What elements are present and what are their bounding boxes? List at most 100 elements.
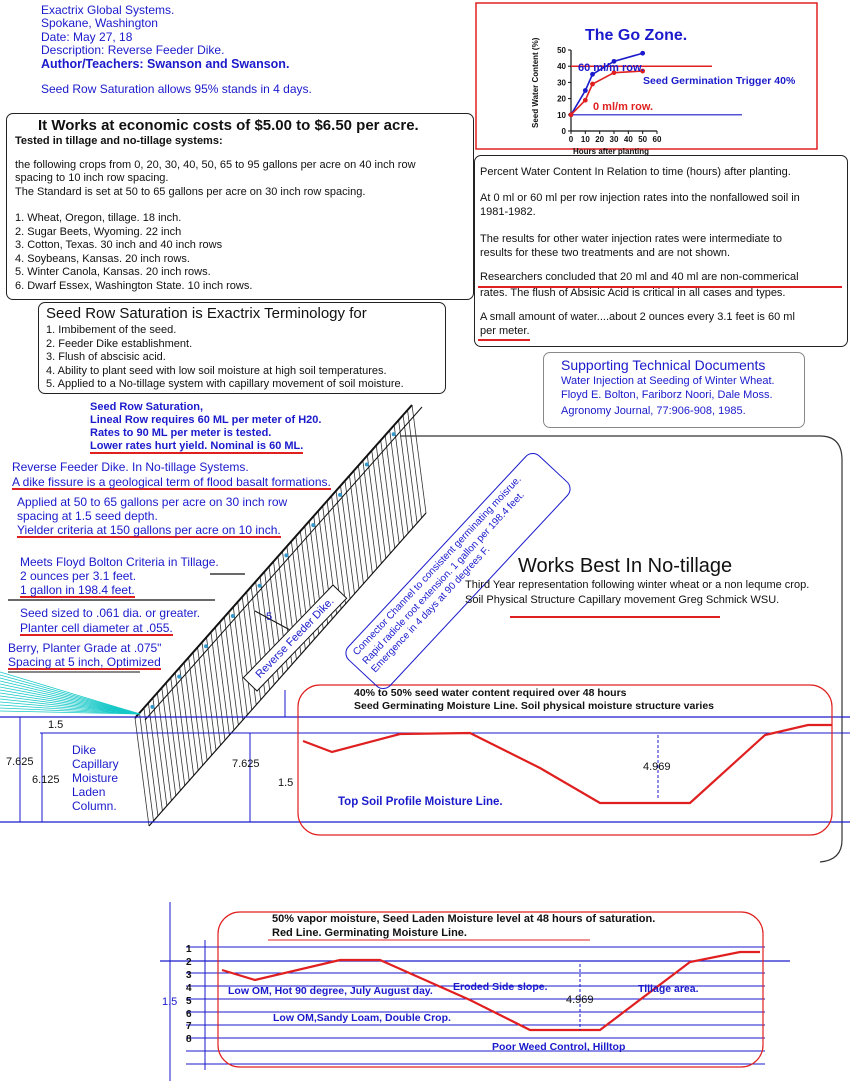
seed-ray — [0, 701, 141, 715]
dim-7625b: 7.625 — [232, 758, 260, 770]
dike-hatch-line — [366, 455, 382, 564]
crop-item: 1. Wheat, Oregon, tillage. 18 inch. — [15, 212, 182, 224]
profile-l1: 40% to 50% seed water content required o… — [354, 687, 627, 699]
terminology-item: 4. Ability to plant seed with low soil m… — [46, 364, 387, 377]
chart-point — [582, 88, 588, 93]
dike-hatch-line — [228, 611, 244, 721]
dike-top-edge-2 — [144, 406, 423, 721]
crop-item: 6. Dwarf Essex, Washington State. 10 inc… — [15, 279, 253, 292]
terminology-item: 5. Applied to a No-tillage system with c… — [46, 378, 404, 390]
percent-box — [474, 155, 848, 347]
notill-l1: Third Year representation following wint… — [465, 579, 810, 591]
seed-ray — [0, 689, 141, 715]
chart-point — [590, 71, 595, 77]
dike-hatch-line — [380, 440, 396, 549]
go-zone-frame — [475, 2, 818, 150]
dike-hatch-line — [349, 475, 364, 584]
seed-ray — [0, 680, 141, 715]
chart-point — [568, 112, 574, 118]
notill-panel-border — [400, 435, 843, 863]
percent-p3b: results for these two treatments and are… — [480, 247, 731, 259]
rfd-line-2: A dike fissure is a geological term of f… — [12, 475, 331, 490]
terminology-item: 2. Feeder Dike establishment. — [46, 337, 193, 350]
bottom-moisture-line — [221, 950, 760, 1032]
cost-box — [6, 113, 474, 300]
dim-7625: 7.625 — [6, 756, 34, 768]
dike-hatch-line — [134, 717, 150, 827]
percent-p1: Percent Water Content In Relation to tim… — [480, 166, 791, 178]
apply-2: spacing at 1.5 seed depth. — [17, 509, 158, 523]
authors: Author/Teachers: Swanson and Swanson. — [41, 57, 290, 71]
dike-hatch-line — [170, 677, 186, 786]
percent-p5b: per meter. — [480, 325, 530, 337]
percent-p3a: The results for other water injection ra… — [480, 233, 783, 245]
tagline: Seed Row Saturation allows 95% stands in… — [41, 82, 312, 96]
chart-y-tick-label: 40 — [557, 62, 566, 71]
bottom-row-numbers: 1 2 3 4 5 6 7 8 — [186, 944, 192, 1047]
dike-hatch-line — [206, 637, 221, 746]
percent-p5a: A small amount of water....about 2 ounce… — [480, 311, 795, 323]
dike-hatch-line — [188, 657, 204, 766]
dike-hatch-line — [232, 606, 248, 715]
go-zone-xlabel: Hours after planting — [573, 147, 650, 156]
date: Date: May 27, 18 — [41, 30, 133, 44]
seed-ray — [0, 707, 141, 715]
row-number: 1 — [186, 944, 192, 955]
techdocs-box — [543, 352, 805, 428]
saturation-3: Rates to 90 ML per meter is tested. — [90, 427, 272, 439]
chart-y-tick-label: 0 — [562, 127, 567, 136]
dike-hatch-line — [201, 642, 217, 751]
dike-hatch-line — [335, 490, 351, 599]
crop-item: 4. Soybeans, Kansas. 20 inch rows. — [15, 252, 190, 265]
column-l2: Capillary — [72, 757, 119, 771]
percent-p2b: 1981-1982. — [480, 206, 536, 218]
seed-point — [284, 553, 289, 558]
seed-ray — [0, 695, 141, 715]
techdocs-l1: Water Injection at Seeding of Winter Whe… — [561, 375, 775, 387]
dike-hatch-line — [219, 622, 235, 731]
seed-ray — [0, 683, 141, 715]
dike-hatch-line — [371, 450, 387, 559]
label-0ml: 0 ml/m row. — [593, 101, 654, 113]
dike-hatch-line — [344, 480, 360, 589]
chart-point — [640, 50, 646, 56]
saturation-1: Seed Row Saturation, — [90, 401, 204, 413]
seed-point — [364, 462, 369, 467]
dike-hatch-line — [411, 404, 427, 514]
chart-point — [611, 70, 617, 76]
dike-hatch-line — [402, 415, 418, 524]
dike-hatch-line — [357, 465, 373, 574]
profile-frame — [297, 684, 833, 836]
row-number: 7 — [186, 1021, 192, 1033]
dike-hatch — [0, 404, 427, 827]
dike-hatch-line — [389, 430, 405, 539]
bottom-lowom2: Low OM,Sandy Loam, Double Crop. — [273, 1012, 451, 1024]
seed-point — [177, 674, 182, 679]
column-l5: Column. — [72, 799, 117, 813]
chart-y-tick-label: 30 — [557, 78, 566, 87]
label-60ml: 60 ml/m row. — [578, 62, 645, 74]
row-number: 5 — [186, 995, 192, 1007]
chart-y-tick-label: 10 — [557, 111, 566, 120]
dim-15b: 1.5 — [278, 777, 294, 789]
dike-hatch-line — [179, 667, 195, 776]
berry-1: Berry, Planter Grade at .075" — [8, 641, 162, 655]
techdocs-title: Supporting Technical Documents — [561, 357, 766, 373]
dike-hatch-line — [148, 702, 163, 811]
bottom-dim: 1.5 — [162, 996, 178, 1008]
seed-point — [338, 492, 343, 497]
seed-ray — [0, 692, 141, 715]
crop-list: 1. Wheat, Oregon, tillage. 18 inch. 2. S… — [15, 212, 252, 294]
chart-x-tick-label: 10 — [581, 135, 590, 144]
seed-point — [311, 523, 316, 528]
location: Spokane, Washington — [41, 16, 158, 30]
dim-15: 1.5 — [48, 719, 64, 731]
chart-point — [582, 97, 588, 103]
seed-1: Seed sized to .061 dia. or greater. — [20, 606, 201, 620]
cost-subtitle: Tested in tillage and no-tillage systems… — [15, 135, 223, 147]
percent-p2a: At 0 ml or 60 ml per row injection rates… — [480, 192, 800, 204]
seed-point — [257, 583, 262, 588]
dike-hatch-line — [353, 470, 369, 579]
